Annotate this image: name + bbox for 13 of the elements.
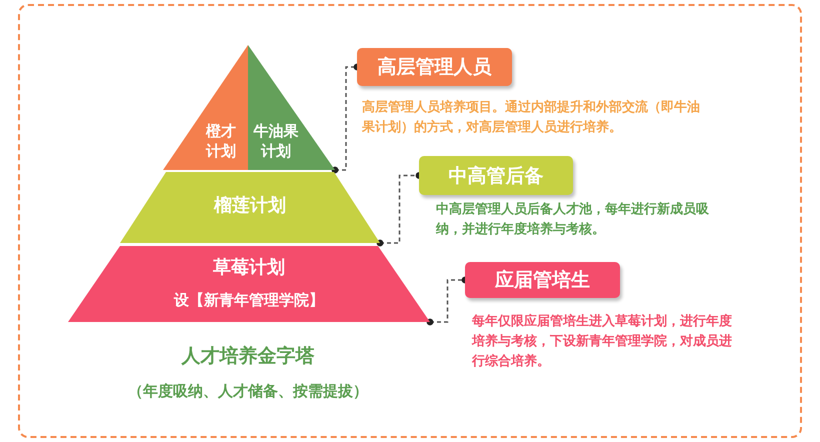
heading-box: 应届管培生 xyxy=(465,262,620,298)
tier-label: 橙才计划 xyxy=(204,121,237,161)
description-text: 高层管理人员培养项目。通过内部提升和外部交流（即牛油果计划）的方式，对高层管理人员进行培养。 xyxy=(362,98,701,137)
description-text: 中高层管理人员后备人才池，每年进行新成员吸纳，并进行年度培养与考核。 xyxy=(436,200,710,239)
tier-label: 草莓计划 xyxy=(212,256,286,279)
description-text: 每年仅限应届管培生进入草莓计划，进行年度培养与考核，下设新青年管理学院，对成员进行综合培养。 xyxy=(472,312,733,371)
tier-label: 牛油果计划 xyxy=(252,121,300,161)
title: 人才培养金字塔 xyxy=(180,344,316,369)
tier-label: 设【新青年管理学院】 xyxy=(172,290,325,310)
tier-label: 榴莲计划 xyxy=(212,194,287,217)
heading-box: 中高管后备 xyxy=(419,156,573,195)
caption: （年度吸纳、人才储备、按需提拔） xyxy=(127,382,369,401)
heading-box: 高层管理人员 xyxy=(357,48,512,86)
